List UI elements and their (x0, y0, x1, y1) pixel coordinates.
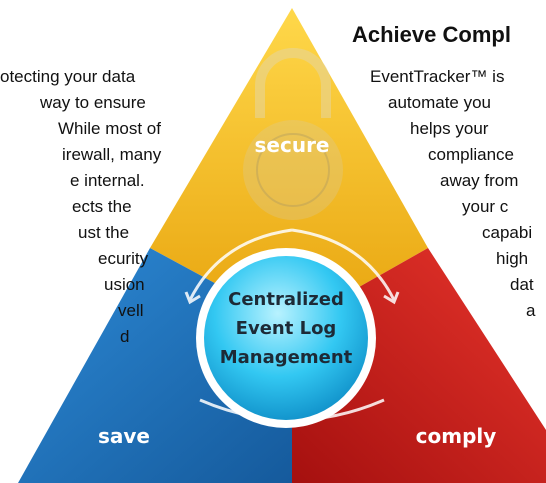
right-line: dat (510, 275, 534, 294)
padlock-icon (243, 48, 343, 220)
secure-segment (150, 8, 428, 325)
left-line: ecurity (98, 249, 149, 268)
left-line: ects the (72, 197, 132, 216)
right-line: helps your (410, 119, 489, 138)
left-line: irewall, many (62, 145, 162, 164)
center-line-3: Management (220, 347, 353, 368)
left-line: usion (104, 275, 145, 294)
center-line-1: Centralized (228, 289, 344, 310)
comply-label: comply (416, 424, 497, 448)
right-line: high (496, 249, 529, 268)
center-line-2: Event Log (236, 318, 337, 339)
save-label: save (98, 424, 150, 448)
secure-label: secure (255, 133, 330, 157)
right-line: your c (462, 197, 509, 216)
left-line: way to ensure (40, 93, 146, 112)
left-line: ust the (78, 223, 130, 242)
right-line: EventTracker™ is (370, 67, 505, 86)
left-line: otecting your data (0, 67, 136, 86)
right-line: compliance (428, 145, 514, 164)
left-line: vell (118, 301, 144, 320)
right-line: away from (440, 171, 519, 190)
left-line: e internal. (70, 171, 145, 190)
left-line: While most of (58, 119, 161, 138)
right-line: a (526, 301, 536, 320)
left-line: d (120, 327, 130, 346)
left-paragraph: otecting your data way to ensure While m… (0, 64, 210, 350)
right-line: automate you (388, 93, 492, 112)
right-line: capabi (482, 223, 533, 242)
right-title: Achieve Compl (352, 22, 511, 47)
